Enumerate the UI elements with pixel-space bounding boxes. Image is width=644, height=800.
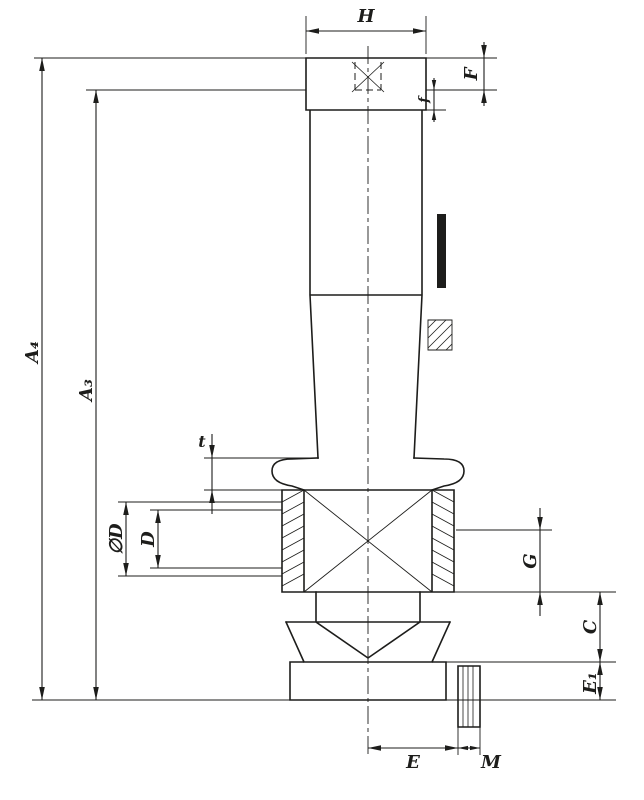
dim-d-arrows [155,510,161,568]
dim-od: ∅D [106,502,129,576]
dim-label-g: G [520,553,541,568]
drive-key-hatch [462,666,474,727]
dim-a4: A₄ [22,58,45,700]
dim-label-m: M [480,752,502,773]
groove-detail [427,319,453,351]
shank-collar-body-taper [305,57,427,459]
dim-e: E [368,745,458,773]
dim-f-upper: F [461,42,487,106]
dim-label-d: D [138,531,159,548]
dim-e1-arrows [597,662,603,700]
detail-bar [437,214,446,288]
flange-outline [271,457,465,492]
dim-t-arrows [209,445,215,503]
dim-label-e: E [405,752,420,773]
dim-f-small-arrows [431,80,437,120]
drive-key-detail [457,665,481,728]
dim-label-c: C [580,619,601,634]
dim-h: H [306,6,426,34]
dim-f-small: f [417,78,437,122]
dim-g: G [520,508,543,616]
dim-h-arrows [306,28,426,34]
thread-chamfer-cross [351,61,385,93]
groove-detail-hatch [427,319,453,351]
dim-m: M [458,745,502,773]
dim-label-h: H [356,6,375,27]
dim-e1: E₁ [580,662,603,700]
dim-t: t [198,432,215,514]
dim-label-a3: A₃ [76,379,97,403]
dim-label-a4: A₄ [22,341,43,365]
lower-cone-and-base [284,591,452,701]
dim-m-arrows [458,745,480,751]
internal-taper-cross [303,489,433,593]
dim-f-arrows [481,45,487,103]
extension-lines [32,16,616,755]
drive-key-outline [457,665,481,728]
dim-label-f: F [461,66,482,81]
thread-hole-dashed [354,62,382,91]
dim-d: D [138,510,161,568]
thread-hatch-bands [281,489,455,587]
dim-label-f-small: f [417,95,432,104]
groove-detail-outline [427,319,453,351]
threaded-block-outline [281,489,455,593]
dim-label-e1: E₁ [580,672,601,695]
dim-label-od: ∅D [106,523,127,555]
dim-label-t: t [198,432,206,451]
dim-c: C [580,592,603,662]
part-outline [271,57,481,728]
dim-a3: A₃ [76,90,99,700]
